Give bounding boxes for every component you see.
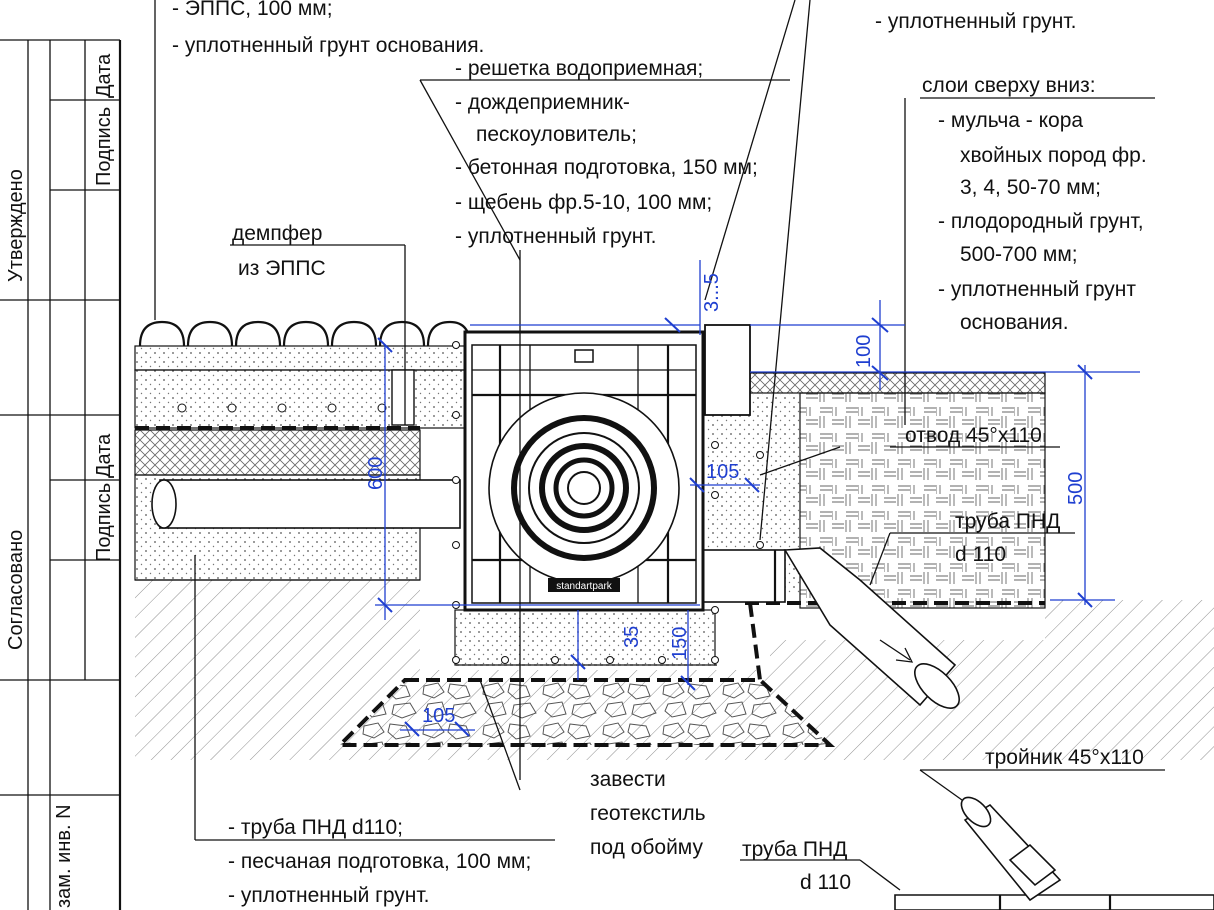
date-label-2: Дата (93, 433, 115, 478)
top-right-layer-1: - уплотненный грунт. (875, 10, 1076, 33)
elbow-label: отвод 45°х110 (905, 424, 1042, 447)
right-layers: - мульча - кора хвойных пород фр. 3, 4, … (938, 109, 1147, 334)
geotextile-label: завести геотекстиль под обойму (590, 768, 706, 859)
top-left-layer-2: - уплотненный грунт основания. (172, 34, 484, 57)
receiver-layer-1: - решетка водоприемная; (455, 57, 703, 80)
right-layer-3: 3, 4, 50-70 мм; (960, 176, 1101, 199)
outlet-pipe (699, 547, 960, 709)
pipe-right-label: труба ПНД d 110 (955, 510, 1060, 566)
dim-150: 150 (669, 627, 691, 660)
tee-label: тройник 45°х110 (985, 746, 1144, 769)
dim-35: 35 (621, 626, 643, 648)
top-left-layers: - ЭППС, 100 мм; - уплотненный грунт осно… (172, 0, 484, 57)
right-layer-5: 500-700 мм; (960, 243, 1078, 266)
receiver-layer-6: - уплотненный грунт. (455, 225, 656, 248)
geotextile-line-2: геотекстиль (590, 802, 706, 825)
rain-receiver: standartpark (463, 330, 705, 612)
signature-label-1: Подпись (93, 107, 115, 186)
replace-inv-label: зам. инв. N (53, 804, 75, 908)
pipe-bottom-label: труба ПНД d 110 (742, 838, 851, 894)
signature-label-2: Подпись (93, 483, 115, 562)
bottom-left-layers: - труба ПНД d110; - песчаная подготовка,… (228, 816, 531, 907)
receiver-layer-4: - бетонная подготовка, 150 мм; (455, 156, 758, 179)
paving-stones (138, 320, 472, 347)
left-pavement (134, 320, 472, 581)
date-label-1: Дата (93, 53, 115, 98)
top-left-layer-1: - ЭППС, 100 мм; (172, 0, 333, 20)
dim-105-bottom: 105 (422, 705, 455, 727)
geotextile-line-1: завести (590, 768, 666, 791)
agreed-label: Согласовано (5, 530, 27, 650)
damper-block (391, 369, 415, 426)
receiver-layer-3: пескоуловитель; (476, 123, 637, 146)
pipe-right-line-2: d 110 (955, 543, 1006, 566)
dim-105-right: 105 (706, 461, 739, 483)
curb-stone (704, 324, 751, 416)
receiver-layers: - решетка водоприемная; - дождеприемник-… (455, 57, 758, 248)
layers-title: слои сверху вниз: (922, 74, 1096, 97)
formwork-dots (452, 341, 764, 666)
right-layer-1: - мульча - кора (938, 109, 1083, 132)
dim-100: 100 (853, 335, 875, 368)
top-right-layers: - уплотненный грунт. (875, 10, 1076, 33)
title-block: Утверждено Согласовано Подпись Дата Подп… (0, 39, 122, 910)
bottom-left-layer-2: - песчаная подготовка, 100 мм; (228, 850, 531, 873)
brand-label: standartpark (556, 581, 613, 592)
bottom-left-layer-1: - труба ПНД d110; (228, 816, 403, 839)
dim-500: 500 (1065, 472, 1087, 505)
inlet-pipe (159, 479, 461, 529)
pipe-bottom-line-1: труба ПНД (742, 838, 847, 861)
geotextile-line-3: под обойму (590, 836, 703, 859)
receiver-layer-2: - дождеприемник- (455, 91, 630, 114)
pipe-bottom-line-2: d 110 (800, 871, 851, 894)
receiver-layer-5: - щебень фр.5-10, 100 мм; (455, 191, 712, 214)
dim-3-5: 3...5 (701, 273, 723, 312)
approved-label: Утверждено (5, 169, 27, 282)
dim-600: 600 (365, 457, 387, 490)
right-layer-7: основания. (960, 311, 1069, 334)
pipe-right-line-1: труба ПНД (955, 510, 1060, 533)
bottom-left-layer-3: - уплотненный грунт. (228, 884, 429, 907)
dimension-lines (375, 260, 1140, 737)
tee-fitting (894, 796, 1214, 910)
right-layer-4: - плодородный грунт, (938, 210, 1144, 233)
rebar-dots (177, 403, 387, 413)
right-layer-2: хвойных пород фр. (960, 144, 1147, 167)
damper-line-1: демпфер (232, 222, 322, 245)
damper-label: демпфер из ЭППС (232, 222, 326, 280)
right-layer-6: - уплотненный грунт (938, 278, 1136, 301)
damper-line-2: из ЭППС (238, 257, 326, 280)
